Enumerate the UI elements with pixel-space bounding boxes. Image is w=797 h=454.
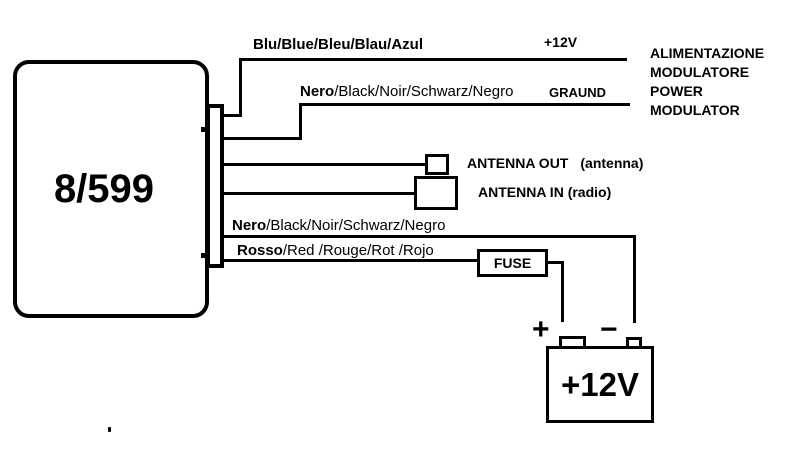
negative-wire-label-bold: Nero bbox=[232, 217, 267, 234]
graund-terminal-label: GRAUND bbox=[549, 85, 607, 100]
positive-wire-out bbox=[545, 261, 564, 264]
positive-wire-label-bold: Rosso bbox=[237, 242, 283, 259]
positive-wire-label-rest: /Red /Rouge/Rot /Rojo bbox=[282, 242, 434, 259]
blue-wire-label: Blu/Blue/Bleu/Blau/Azul bbox=[253, 36, 424, 53]
negative-wire-drop bbox=[633, 235, 636, 323]
battery-label: +12V bbox=[561, 365, 639, 403]
ground-wire-label: Nero/Black/Noir/Schwarz/Negro bbox=[300, 84, 513, 100]
antenna-out-label-text: ANTENNA OUT bbox=[467, 155, 569, 171]
connector-block bbox=[206, 104, 224, 268]
antenna-out-wire bbox=[222, 163, 425, 166]
ground-wire-label-bold: Nero bbox=[300, 83, 335, 100]
positive-wire-drop bbox=[561, 261, 564, 322]
fuse-label: FUSE bbox=[493, 255, 532, 271]
negative-wire-main bbox=[222, 235, 636, 238]
power-note-line-2: MODULATORE bbox=[650, 64, 750, 80]
battery-positive-terminal bbox=[559, 336, 586, 349]
blue-wire-stub bbox=[222, 114, 242, 117]
minus-sign: − bbox=[600, 313, 618, 346]
stray-mark bbox=[108, 427, 111, 432]
antenna-out-label: ANTENNA OUT (antenna) bbox=[467, 156, 643, 171]
power-note-line-3: POWER bbox=[650, 83, 703, 99]
modulator-box: 8/599 bbox=[13, 60, 209, 318]
negative-wire-label-rest: /Black/Noir/Schwarz/Negro bbox=[266, 217, 446, 234]
battery-negative-terminal bbox=[626, 337, 642, 349]
antenna-in-wire bbox=[222, 192, 415, 195]
blue-wire-riser bbox=[239, 58, 242, 117]
device-label: 8/599 bbox=[53, 166, 155, 211]
plus-sign: + bbox=[532, 313, 550, 346]
ground-wire-main bbox=[299, 103, 630, 106]
fuse-box: FUSE bbox=[477, 249, 548, 277]
blue-wire-main bbox=[239, 58, 627, 61]
antenna-in-label: ANTENNA IN (radio) bbox=[478, 184, 612, 200]
antenna-in-connector bbox=[414, 176, 458, 210]
antenna-out-connector bbox=[425, 154, 449, 175]
connector-pin-top bbox=[201, 127, 206, 132]
ground-wire-riser bbox=[299, 103, 302, 140]
power-note: ALIMENTAZIONE MODULATORE POWER MODULATOR bbox=[650, 44, 764, 120]
negative-wire-label: Nero/Black/Noir/Schwarz/Negro bbox=[232, 218, 445, 234]
antenna-out-note: (antenna) bbox=[580, 155, 644, 171]
plus12v-terminal-label: +12V bbox=[544, 34, 578, 50]
ground-wire-label-rest: /Black/Noir/Schwarz/Negro bbox=[334, 83, 514, 100]
connector-pin-bottom bbox=[201, 253, 206, 258]
battery-box: +12V bbox=[546, 346, 654, 423]
ground-wire-stub bbox=[222, 137, 302, 140]
power-note-line-4: MODULATOR bbox=[650, 102, 740, 118]
power-note-line-1: ALIMENTAZIONE bbox=[650, 45, 765, 61]
positive-wire-label: Rosso/Red /Rouge/Rot /Rojo bbox=[237, 243, 434, 259]
positive-wire-main bbox=[222, 259, 479, 262]
